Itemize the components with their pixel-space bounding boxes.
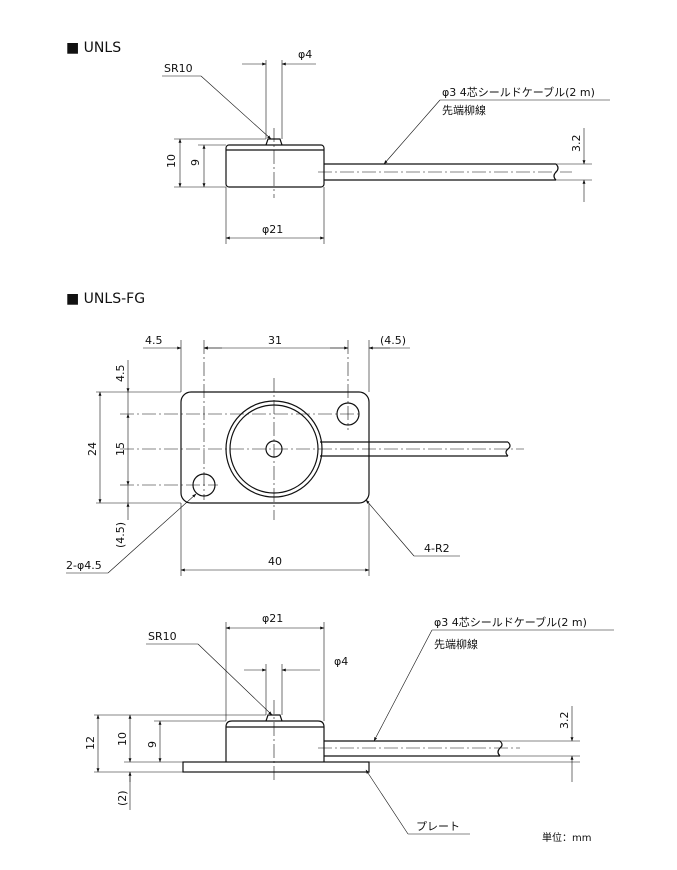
- sensor-body-side: [225, 720, 325, 762]
- phi21-label: φ21: [262, 223, 283, 236]
- dim-40: 40: [268, 555, 282, 568]
- holes-label: 2-φ4.5: [66, 559, 102, 572]
- cable-dia-label: 3.2: [570, 135, 583, 153]
- dim-v-4-5-paren: (4.5): [114, 522, 127, 548]
- section-title-unls-fg: ■ UNLS-FG: [66, 291, 145, 307]
- dim-v-24: 24: [86, 442, 99, 456]
- cable-dia-label-2: 3.2: [558, 712, 571, 730]
- unls-fg-top-view: 4.5 31 (4.5) 4.5 15 24 (4.5) 2-φ4.5 40 4…: [66, 334, 524, 576]
- phi21-label-2: φ21: [262, 612, 283, 625]
- sr-label-2: SR10: [148, 630, 177, 643]
- cable-note-line1: φ3 4芯シールドケーブル(2 m): [442, 85, 595, 99]
- cable-note-line2: 先端柳線: [442, 103, 486, 117]
- unit-label: 単位：mm: [542, 831, 591, 844]
- plate-outline: [180, 391, 370, 504]
- cable-note-2-line2: 先端柳線: [434, 637, 478, 651]
- dim-v-15: 15: [114, 442, 127, 456]
- dim-right-4-5: (4.5): [380, 334, 406, 347]
- plate-side: [182, 761, 370, 773]
- radius-label: 4-R2: [424, 542, 450, 555]
- dim-v-4-5: 4.5: [114, 365, 127, 383]
- section-title-unls: ■ UNLS: [66, 40, 121, 56]
- phi4-label: φ4: [298, 48, 312, 61]
- height-9-label: 9: [189, 159, 202, 166]
- dim-31: 31: [268, 334, 282, 347]
- dim-left-4-5: 4.5: [145, 334, 163, 347]
- plate-label: プレート: [416, 820, 460, 833]
- height-12-label: 12: [84, 736, 97, 750]
- height-9-label-2: 9: [146, 741, 159, 748]
- unls-side-view: SR10 φ4 φ3 4芯シールドケーブル(2 m) 先端柳線 10 9 3.2…: [162, 48, 610, 244]
- cable-note-2-line1: φ3 4芯シールドケーブル(2 m): [434, 615, 587, 629]
- height-2-label: (2): [116, 790, 129, 806]
- sensor-body: [225, 144, 325, 188]
- phi4-label-2: φ4: [334, 655, 348, 668]
- unls-fg-side-view: φ21 SR10 φ4 φ3 4芯シールドケーブル(2 m) 先端柳線 12 1…: [84, 612, 614, 844]
- sr-label: SR10: [164, 62, 193, 75]
- height-10-label: 10: [165, 154, 178, 168]
- height-10-label-2: 10: [116, 732, 129, 746]
